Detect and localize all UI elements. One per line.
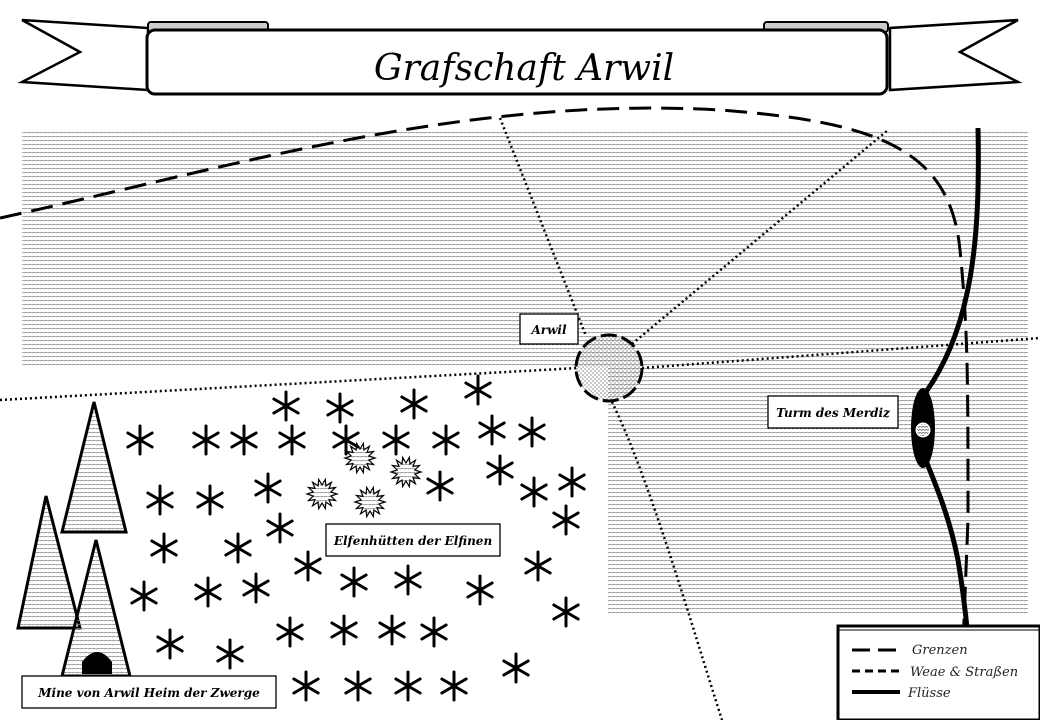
forest-tree-icon xyxy=(292,670,320,702)
forest-tree-icon xyxy=(464,374,492,406)
town-icon xyxy=(574,333,644,403)
forest-tree-icon xyxy=(524,550,552,582)
forest-tree-icon xyxy=(520,476,548,508)
forest-tree-icon xyxy=(466,574,494,606)
forest-tree-icon xyxy=(278,424,306,456)
legend-borders: Grenzen xyxy=(912,643,968,658)
forest-tree-icon xyxy=(224,532,252,564)
label-tower-text: Turm des Merdiz xyxy=(776,406,891,420)
forest-tree-icon xyxy=(196,484,224,516)
forest-tree-icon xyxy=(254,472,282,504)
forest-tree-icon xyxy=(344,670,372,702)
forest-tree-icon xyxy=(394,670,422,702)
forest-tree-icon xyxy=(192,424,220,456)
forest-tree-icon xyxy=(194,576,222,608)
forest-tree-icon xyxy=(552,504,580,536)
forest-tree-icon xyxy=(266,512,294,544)
legend-rivers: Flüsse xyxy=(907,686,951,701)
forest-tree-icon xyxy=(326,392,354,424)
forest-tree-icon xyxy=(382,424,410,456)
forest-tree-icon xyxy=(558,466,586,498)
legend-roads: Weae & Straßen xyxy=(910,665,1018,680)
forest-tree-icon xyxy=(478,414,506,446)
forest-tree-icon xyxy=(552,596,580,628)
forest-tree-icon xyxy=(332,424,360,456)
forest-tree-icon xyxy=(518,416,546,448)
label-elves-text: Elfenhütten der Elfinen xyxy=(333,534,492,548)
forest-tree-icon xyxy=(146,484,174,516)
forest-tree-icon xyxy=(440,670,468,702)
forest-tree-icon xyxy=(394,564,422,596)
elf-hut-icon xyxy=(305,477,339,511)
legend: Grenzen Weae & Straßen Flüsse xyxy=(836,624,1040,720)
forest-tree-icon xyxy=(126,424,154,456)
forest-tree-icon xyxy=(130,580,158,612)
label-mine: Mine von Arwil Heim der Zwerge xyxy=(21,675,277,709)
forest-tree-icon xyxy=(432,424,460,456)
elf-hut-icon xyxy=(343,441,377,475)
forest xyxy=(126,374,586,702)
forest-tree-icon xyxy=(378,614,406,646)
forest-tree-icon xyxy=(276,616,304,648)
forest-tree-icon xyxy=(216,638,244,670)
elf-hut-icon xyxy=(389,455,423,489)
forest-tree-icon xyxy=(294,550,322,582)
forest-tree-icon xyxy=(242,572,270,604)
label-elves: Elfenhütten der Elfinen xyxy=(325,523,501,557)
label-town: Arwil xyxy=(519,313,579,345)
label-mine-text: Mine von Arwil Heim der Zwerge xyxy=(37,686,260,700)
mountains xyxy=(16,401,132,678)
forest-tree-icon xyxy=(420,616,448,648)
elf-huts xyxy=(305,441,423,519)
label-tower: Turm des Merdiz xyxy=(767,395,899,429)
elf-hut-icon xyxy=(353,485,387,519)
label-town-text: Arwil xyxy=(530,323,567,337)
forest-tree-icon xyxy=(426,470,454,502)
forest-tree-icon xyxy=(502,652,530,684)
forest-tree-icon xyxy=(486,454,514,486)
forest-tree-icon xyxy=(330,614,358,646)
forest-tree-icon xyxy=(150,532,178,564)
forest-tree-icon xyxy=(272,390,300,422)
forest-tree-icon xyxy=(400,388,428,420)
title-banner: Grafschaft Arwil xyxy=(17,18,1023,96)
mountain-peak-icon xyxy=(60,401,128,534)
map-title: Grafschaft Arwil xyxy=(374,48,674,89)
forest-tree-icon xyxy=(156,628,184,660)
roads xyxy=(0,117,1040,720)
forest-tree-icon xyxy=(230,424,258,456)
mountain-peak-icon xyxy=(16,495,82,630)
mine-entrance-icon xyxy=(82,652,112,674)
forest-tree-icon xyxy=(340,566,368,598)
tower-icon xyxy=(911,388,935,468)
